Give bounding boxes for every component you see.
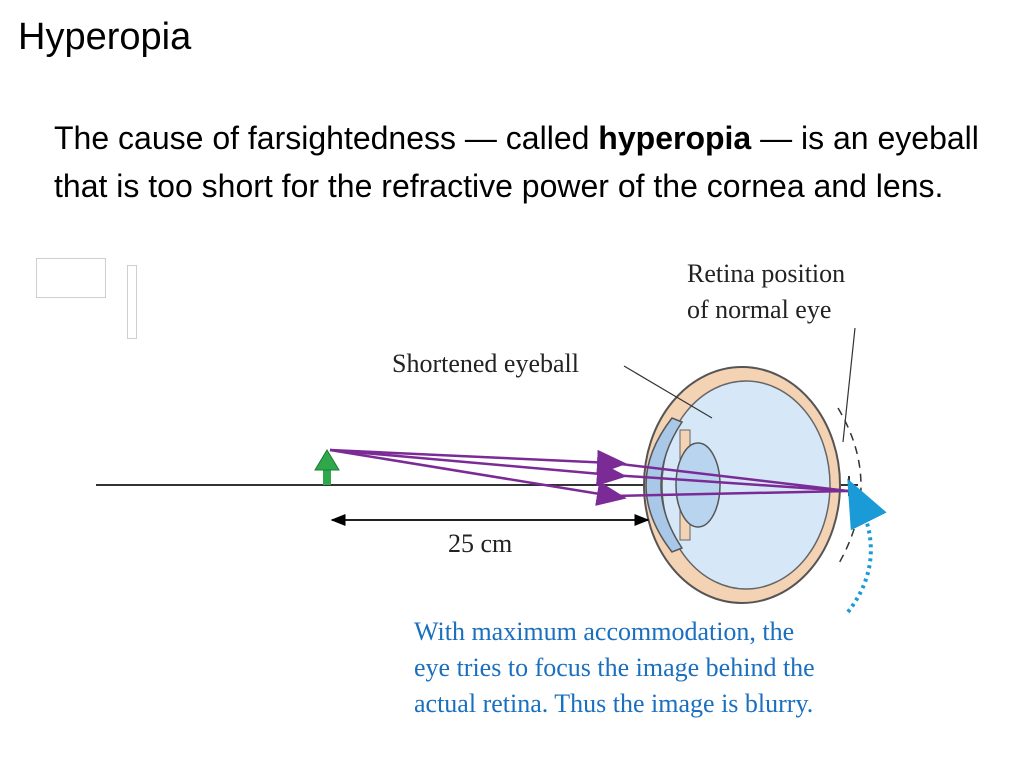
label-retina-line1: Retina position	[687, 259, 845, 288]
crystalline-lens	[675, 442, 721, 528]
caption-line-3: actual retina. Thus the image is blurry.	[414, 689, 813, 718]
slide-title: Hyperopia	[18, 16, 192, 58]
body-text-start: The cause of farsightedness — called	[54, 120, 599, 156]
distance-label: 25 cm	[448, 529, 512, 558]
body-paragraph: The cause of farsightedness — called hyp…	[54, 114, 1004, 210]
body-text-end: — is an eyeball that is too short for th…	[54, 120, 979, 204]
body-text-emphasis: hyperopia	[598, 120, 752, 156]
caption-line-2: eye tries to focus the image behind the	[414, 653, 815, 682]
blur-pointer-arrow	[846, 478, 887, 614]
leader-shortened	[623, 365, 713, 419]
normal-retina-arc	[837, 407, 862, 566]
caption: With maximum accommodation, the eye trie…	[414, 617, 815, 718]
label-shortened: Shortened eyeball	[392, 349, 579, 378]
placeholder-bar	[127, 265, 137, 339]
caption-line-1: With maximum accommodation, the	[414, 617, 794, 646]
ray-top	[329, 448, 627, 475]
placeholder-frame	[36, 258, 106, 298]
label-retina-line2: of normal eye	[687, 295, 831, 324]
leader-retina	[842, 327, 856, 443]
cornea	[645, 417, 684, 553]
object-arrow-head	[314, 449, 340, 471]
ray-middle	[329, 448, 627, 487]
ray-bottom	[329, 448, 627, 506]
light-rays	[329, 448, 849, 506]
